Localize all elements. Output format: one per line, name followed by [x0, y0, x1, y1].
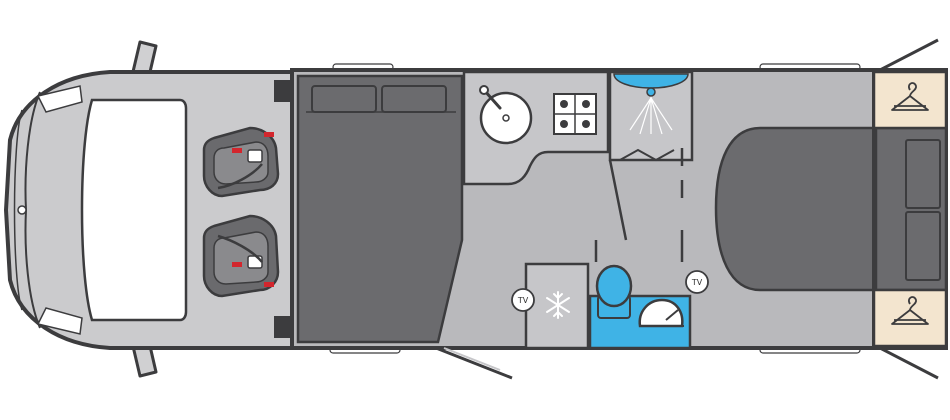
shower-icon: [629, 92, 673, 135]
tv-marker-kitchen: TV: [511, 288, 535, 312]
b-pillar-bottom: [274, 316, 294, 338]
tv-marker-washroom: TV: [685, 270, 709, 294]
bed-pillow-right: [381, 85, 447, 113]
washroom-partitions: [594, 148, 684, 262]
toilet-icon: [595, 264, 633, 319]
habitation-door: [435, 346, 513, 380]
tv-label: TV: [691, 278, 703, 287]
cab-seat-driver: [202, 126, 280, 198]
rear-strut-bottom: [879, 346, 939, 380]
windscreen: [80, 98, 188, 322]
bumper-detail: [13, 109, 23, 311]
b-pillar-top: [274, 80, 294, 102]
washbasin-icon: [638, 298, 684, 328]
cab-seat-passenger: [202, 214, 280, 298]
washroom: [588, 264, 692, 350]
snowflake-icon: [546, 291, 570, 319]
tv-label: TV: [517, 296, 529, 305]
hanger-icon: [891, 82, 929, 111]
wardrobe-bottom: [872, 288, 948, 348]
wardrobe-top: [872, 70, 948, 130]
rear-strut-top: [879, 38, 939, 72]
headlight-left: [36, 85, 83, 113]
headlight-right: [36, 307, 83, 335]
bed-pillow-left: [311, 85, 377, 113]
habitation-door-inner: [443, 347, 501, 371]
sink-icon: [479, 85, 533, 145]
badge: [17, 205, 27, 215]
hob-icon: [553, 93, 597, 135]
shower-cubicle: [608, 70, 694, 162]
bed-pillow: [905, 139, 941, 209]
bed-pillow: [905, 211, 941, 281]
lounge-bed: [296, 74, 464, 344]
hanger-icon: [891, 296, 929, 325]
fridge-unit: [524, 262, 590, 350]
